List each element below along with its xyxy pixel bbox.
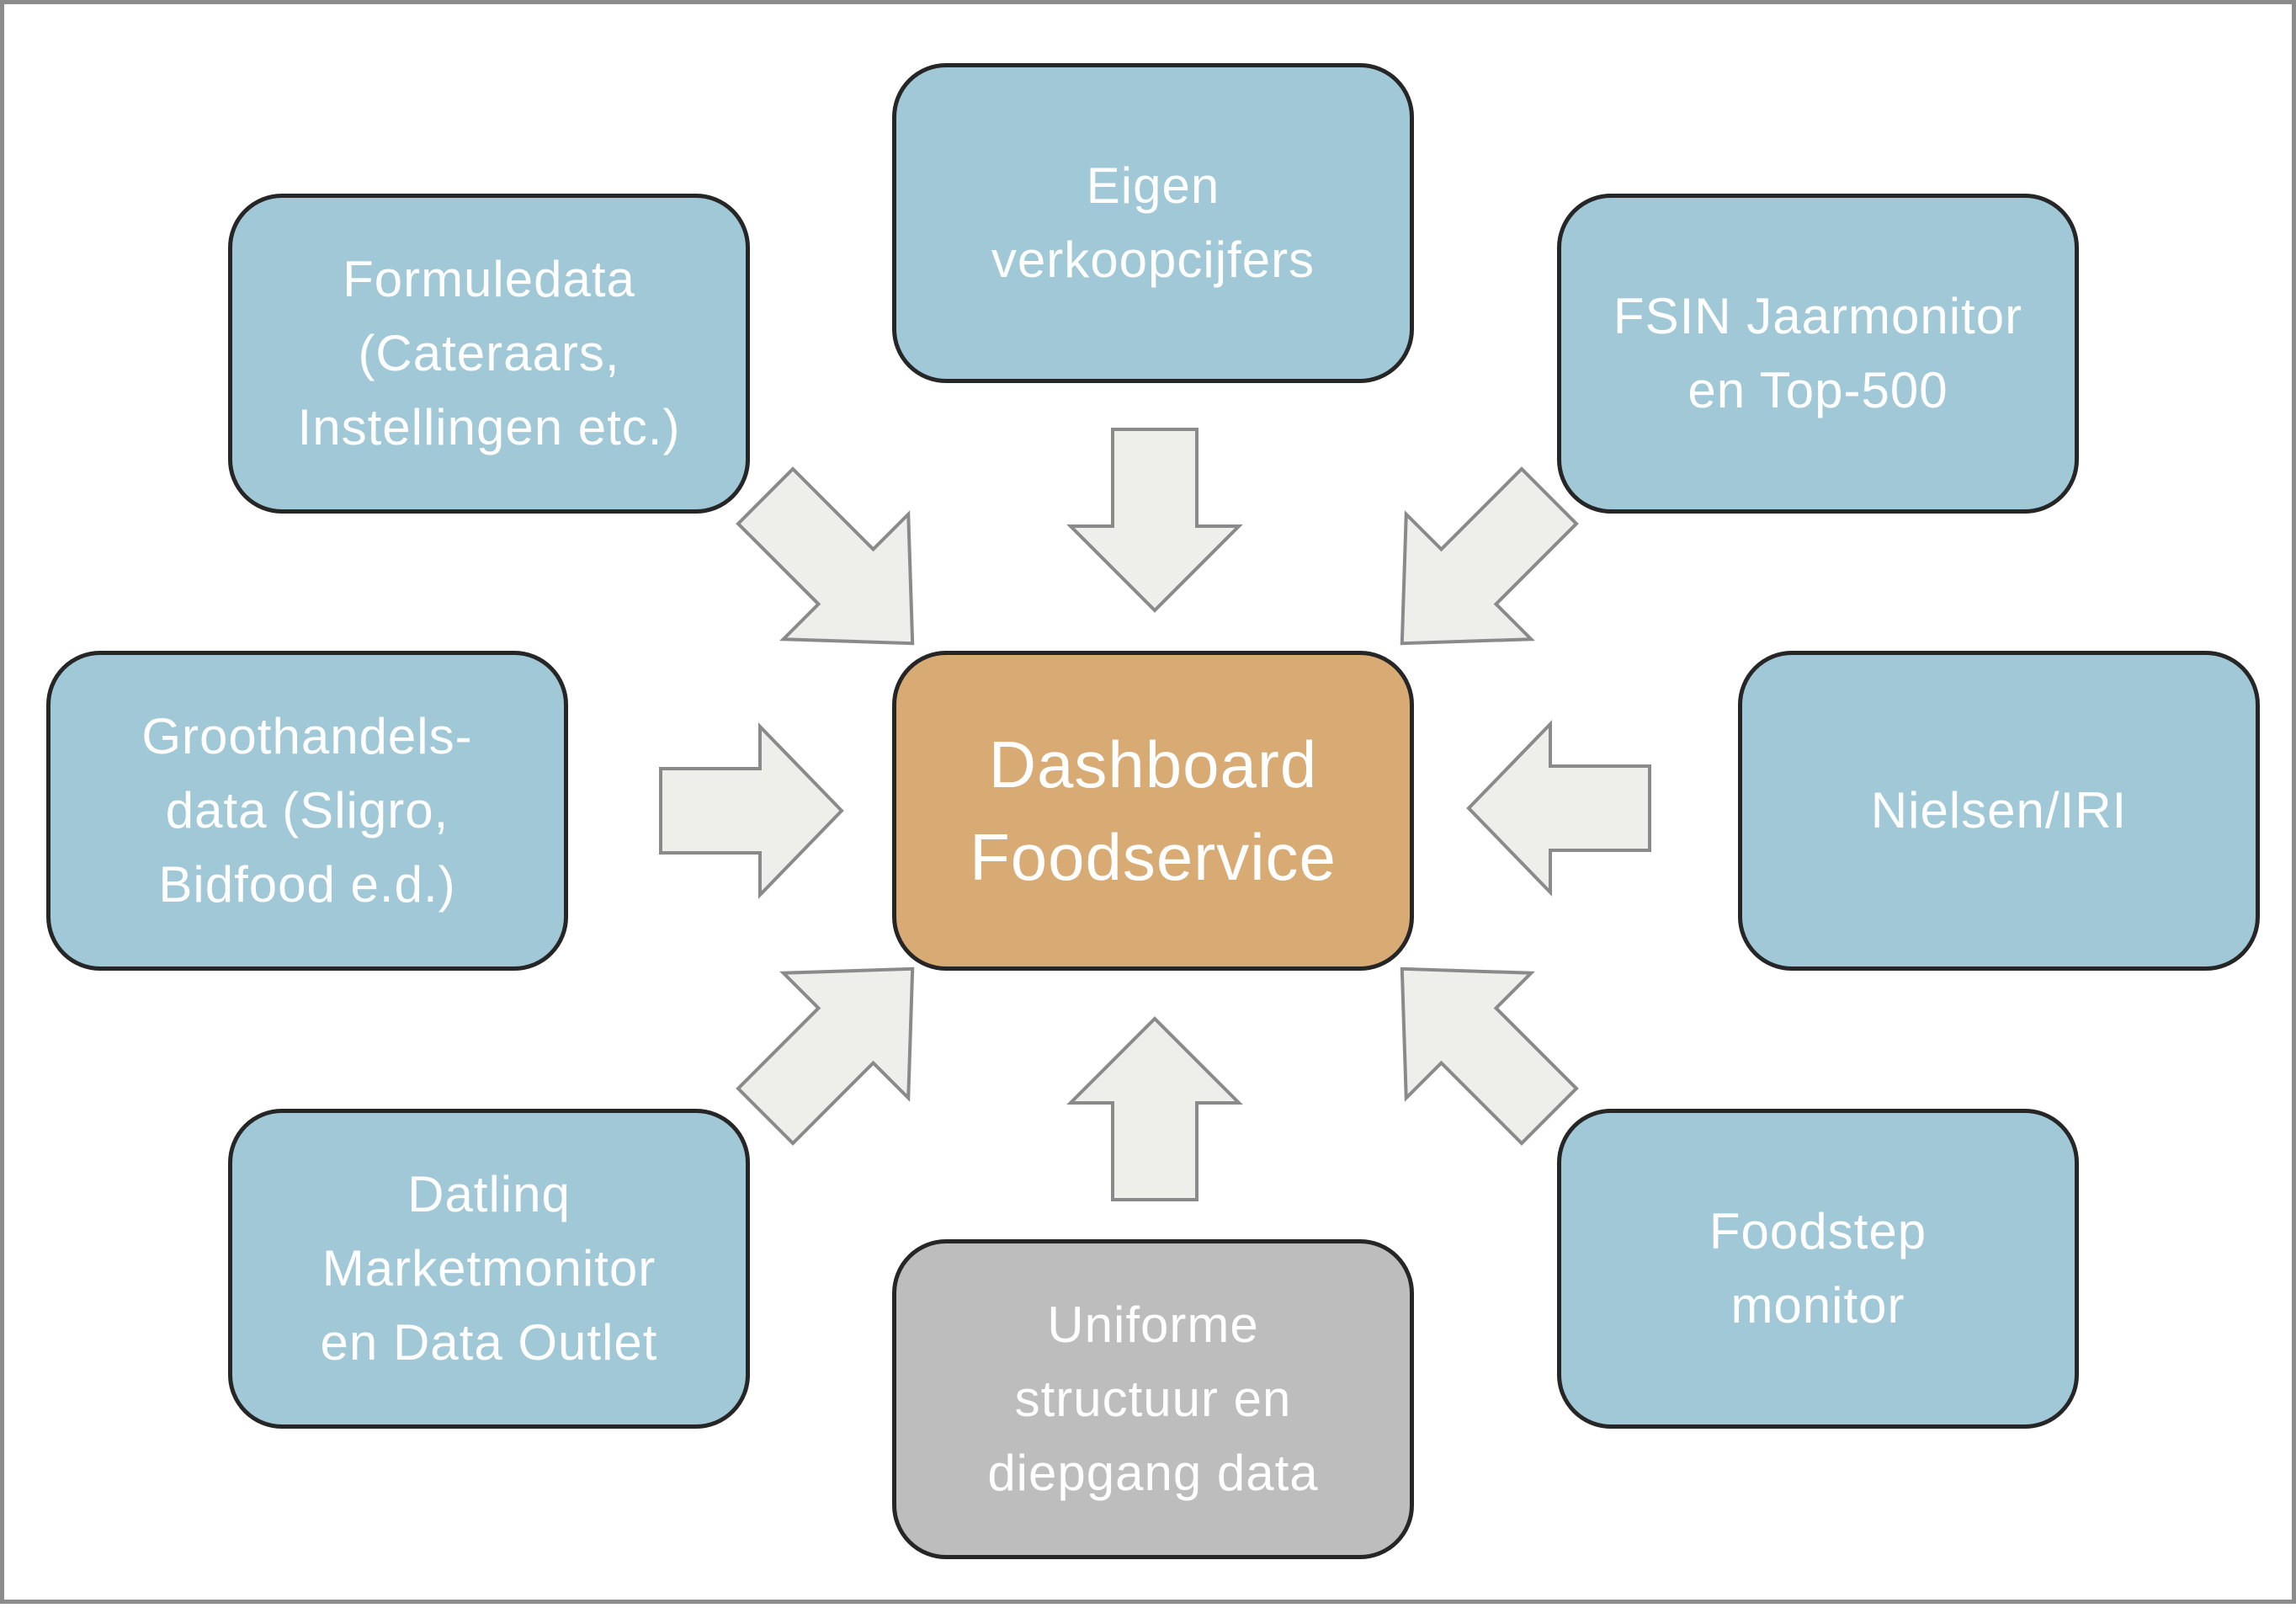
box-line: verkoopcijfers [991,232,1315,288]
arrow-from-fsin [1400,466,1579,646]
source-formuledata: Formuledata (Cateraars, Instellingen etc… [228,194,750,514]
center-line: Foodservice [970,820,1337,894]
box-line: Marketmonitor [322,1240,656,1297]
arrow-layer [659,428,1651,1201]
box-line: Bidfood e.d.) [158,856,456,913]
center-line: Dashboard [988,727,1318,801]
arrow-from-uniforme [1066,1016,1243,1201]
source-fsin-jaarmonitor: FSIN Jaarmonitor en Top-500 [1557,194,2079,514]
box-line: diepgang data [987,1445,1319,1501]
arrow-from-eigen [1066,428,1243,613]
arrow-from-foodstep [1400,966,1579,1146]
box-line: Uniforme [1047,1297,1259,1353]
box-line: monitor [1730,1277,1905,1334]
box-line: data (Sligro, [165,782,449,839]
source-uniforme-structuur: Uniforme structuur en diepgang data [892,1239,1414,1559]
box-line: FSIN Jaarmonitor [1613,288,2023,344]
box-line: Datlinq [407,1166,571,1222]
source-foodstep-monitor: Foodstep monitor [1557,1109,2079,1429]
source-datlinq: Datlinq Marketmonitor en Data Outlet [228,1109,750,1429]
box-line: (Cateraars, [358,325,620,381]
dashboard-foodservice-center: Dashboard Foodservice [892,651,1414,971]
box-line: Eigen [1086,157,1220,214]
box-line: Formuledata [343,251,635,307]
box-line: Nielsen/IRI [1870,782,2128,839]
source-groothandelsdata: Groothandels- data (Sligro, Bidfood e.d.… [46,651,568,971]
box-line: en Top-500 [1687,362,1948,418]
source-nielsen-iri: Nielsen/IRI [1738,651,2260,971]
box-line: structuur en [1014,1371,1292,1427]
box-line: Groothandels- [141,708,473,764]
source-eigen-verkoopcijfers: Eigen verkoopcijfers [892,63,1414,383]
arrow-from-groothandel [659,722,844,899]
box-line: en Data Outlet [320,1314,658,1371]
arrow-from-datlinq [736,966,915,1146]
box-line: Foodstep [1709,1203,1927,1259]
arrow-from-nielsen [1466,720,1651,897]
box-line: Instellingen etc.) [297,399,681,455]
arrow-from-formule [736,466,915,646]
